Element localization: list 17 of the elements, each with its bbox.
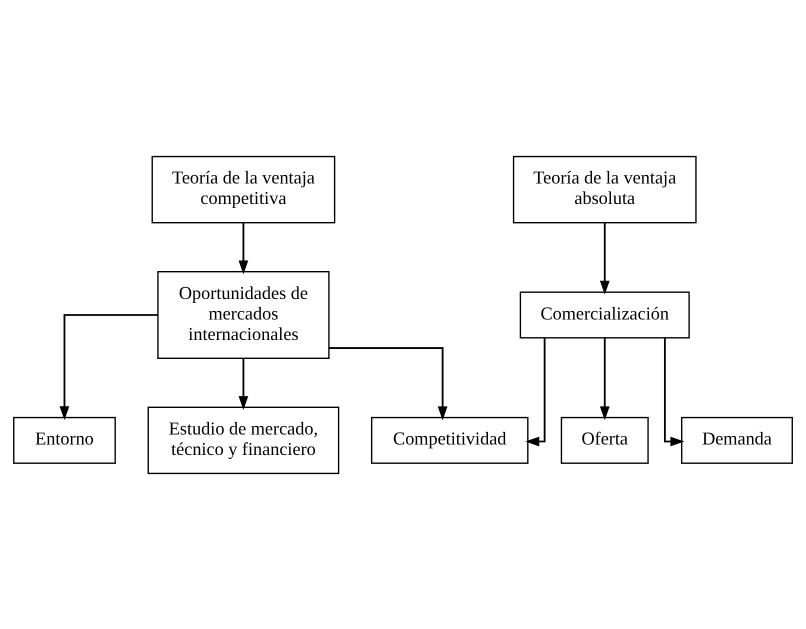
arrow — [60, 314, 158, 420]
node-box: Entorno — [13, 416, 116, 464]
arrow — [600, 338, 610, 420]
node-box: Estudio de mercado, técnico y financiero — [148, 406, 340, 474]
arrow — [664, 337, 684, 446]
node-box: Demanda — [681, 416, 793, 464]
node-box: Competitividad — [370, 416, 528, 464]
arrow — [600, 222, 610, 294]
arrow — [525, 337, 546, 446]
node-box: Oferta — [560, 416, 649, 464]
arrow — [329, 346, 448, 420]
node-box: Comercialización — [520, 291, 690, 338]
arrow — [238, 358, 248, 410]
node-box: Teoría de la ventaja absoluta — [512, 155, 697, 223]
node-box: Teoría de la ventaja competitiva — [152, 155, 336, 223]
arrow — [238, 222, 248, 274]
node-box: Oportunidades de mercados internacionales — [157, 270, 330, 358]
